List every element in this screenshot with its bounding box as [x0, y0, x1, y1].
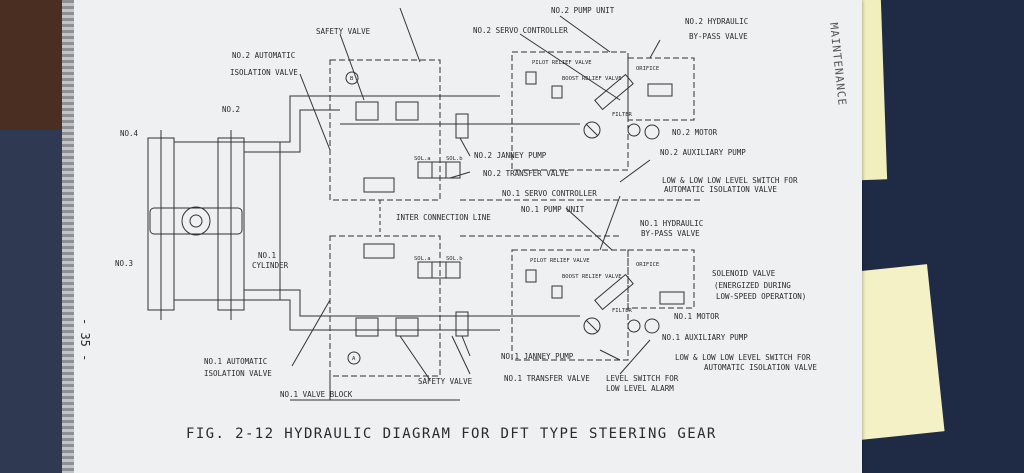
- figure-caption: FIG. 2-12 HYDRAULIC DIAGRAM FOR DFT TYPE…: [186, 426, 717, 442]
- label-isolation-valve-top: ISOLATION VALVE: [230, 68, 298, 77]
- no1-pump-unit-box: [511, 249, 629, 361]
- label-no2-automatic: NO.2 AUTOMATIC: [232, 51, 295, 60]
- document-page: [72, 0, 862, 473]
- label-low-level-bottom-1: LOW & LOW LOW LEVEL SWITCH FOR: [675, 353, 811, 362]
- marker-b: B: [350, 76, 354, 82]
- label-no1-auxiliary-pump: NO.1 AUXILIARY PUMP: [662, 333, 748, 342]
- label-safety-valve-bottom: SAFETY VALVE: [418, 377, 473, 386]
- marker-b-circle: [345, 71, 359, 85]
- label-no1: NO.1: [258, 251, 276, 260]
- label-orifice-bottom: ORIFICE: [636, 262, 659, 268]
- label-safety-valve-top: SAFETY VALVE: [316, 27, 371, 36]
- label-boost-relief-valve-top: BOOST RELIEF VALVE: [562, 76, 622, 82]
- label-inter-connection-line: INTER CONNECTION LINE: [396, 213, 491, 222]
- label-no1-pump-unit: NO.1 PUMP UNIT: [521, 205, 585, 214]
- label-filter-bottom: FILTER: [612, 308, 633, 314]
- label-filter-top: FILTER: [612, 112, 633, 118]
- rudder-stock: [181, 206, 211, 236]
- sleeve: [0, 130, 64, 473]
- label-sol-a-bottom: SOL.a: [414, 256, 431, 262]
- label-energized-during: (ENERGIZED DURING: [714, 281, 791, 290]
- label-pilot-relief-valve-bottom: PILOT RELIEF VALVE: [530, 258, 590, 264]
- label-sol-b-bottom: SOL.b: [446, 256, 463, 262]
- label-bypass-valve-1: BY-PASS VALVE: [641, 229, 700, 238]
- label-cylinder: CYLINDER: [252, 261, 289, 270]
- no2-bypass-box: [627, 57, 695, 121]
- marker-a-circle: [347, 351, 361, 365]
- label-no1-automatic: NO.1 AUTOMATIC: [204, 357, 267, 366]
- no1-bypass-box: [627, 249, 695, 309]
- label-low-level-top-2: AUTOMATIC ISOLATION VALVE: [664, 185, 777, 194]
- marker-a: A: [352, 356, 356, 362]
- label-low-level-bottom-2: AUTOMATIC ISOLATION VALVE: [704, 363, 817, 372]
- tiller: [149, 207, 243, 235]
- label-no1-motor: NO.1 MOTOR: [674, 312, 720, 321]
- label-no1-hydraulic: NO.1 HYDRAULIC: [640, 219, 703, 228]
- ring-binding: [62, 0, 74, 473]
- label-solenoid-valve: SOLENOID VALVE: [712, 269, 776, 278]
- no2-valve-block: [329, 59, 441, 201]
- label-no2-servo-controller: NO.2 SERVO CONTROLLER: [473, 26, 568, 35]
- label-no1-valve-block: NO.1 VALVE BLOCK: [280, 390, 353, 399]
- label-isolation-valve-bottom: ISOLATION VALVE: [204, 369, 272, 378]
- label-no2-hydraulic: NO.2 HYDRAULIC: [685, 17, 748, 26]
- label-no2: NO.2: [222, 105, 240, 114]
- label-no2-janney-pump: NO.2 JANNEY PUMP: [474, 151, 547, 160]
- label-boost-relief-valve-bottom: BOOST RELIEF VALVE: [562, 274, 622, 280]
- no1-valve-block: [329, 235, 441, 377]
- label-orifice-top: ORIFICE: [636, 66, 659, 72]
- label-sol-a-top: SOL.a: [414, 156, 431, 162]
- label-bypass-valve-2: BY-PASS VALVE: [689, 32, 748, 41]
- label-no1-janney-pump: NO.1 JANNEY PUMP: [501, 352, 574, 361]
- label-pilot-relief-valve-top: PILOT RELIEF VALVE: [532, 60, 592, 66]
- label-level-switch-for: LEVEL SWITCH FOR: [606, 374, 679, 383]
- label-no3: NO.3: [115, 259, 133, 268]
- label-no2-motor: NO.2 MOTOR: [672, 128, 718, 137]
- label-no1-transfer-valve: NO.1 TRANSFER VALVE: [504, 374, 590, 383]
- label-low-level-top-1: LOW & LOW LOW LEVEL SWITCH FOR: [662, 176, 798, 185]
- label-no2-transfer-valve: NO.2 TRANSFER VALVE: [483, 169, 569, 178]
- label-low-speed-operation: LOW-SPEED OPERATION): [716, 292, 806, 301]
- label-no2-pump-unit: NO.2 PUMP UNIT: [551, 6, 615, 15]
- label-no1-servo-controller: NO.1 SERVO CONTROLLER: [502, 189, 597, 198]
- label-no2-auxiliary-pump: NO.2 AUXILIARY PUMP: [660, 148, 746, 157]
- label-no4: NO.4: [120, 129, 139, 138]
- label-low-level-alarm: LOW LEVEL ALARM: [606, 384, 674, 393]
- page-number: - 35 -: [78, 318, 92, 362]
- label-sol-b-top: SOL.b: [446, 156, 463, 162]
